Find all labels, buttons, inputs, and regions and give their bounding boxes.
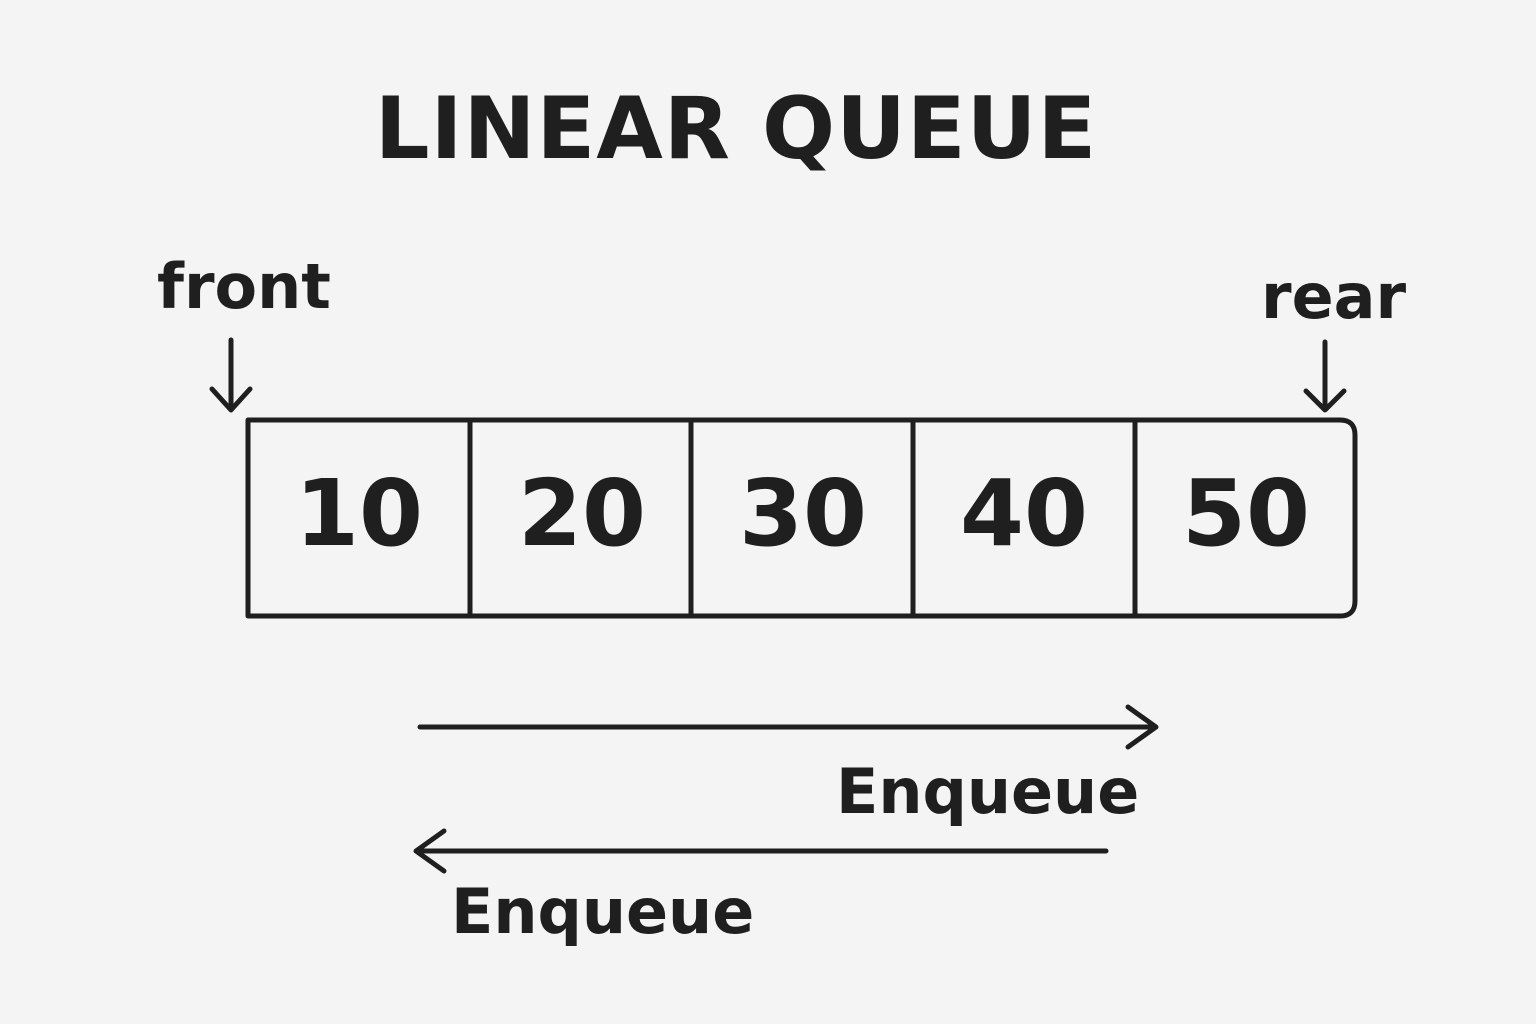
rear-pointer-arrow	[1303, 339, 1347, 413]
enqueue-left-label: Enqueue	[451, 875, 755, 948]
queue-box	[245, 417, 1358, 619]
rear-pointer-label: rear	[1261, 260, 1407, 333]
queue-cell-value: 50	[1181, 460, 1311, 567]
diagram-title: LINEAR QUEUE	[374, 79, 1098, 179]
enqueue-left-arrow	[413, 828, 1109, 874]
queue-cell-value: 10	[294, 460, 424, 567]
queue-cell-value: 20	[517, 460, 647, 567]
queue-cell-value: 40	[959, 460, 1089, 567]
enqueue-right-label: Enqueue	[836, 755, 1140, 828]
enqueue-right-arrow	[417, 704, 1159, 750]
queue-cell-value: 30	[738, 460, 868, 567]
front-pointer-label: front	[157, 250, 331, 323]
front-pointer-arrow	[209, 337, 253, 413]
